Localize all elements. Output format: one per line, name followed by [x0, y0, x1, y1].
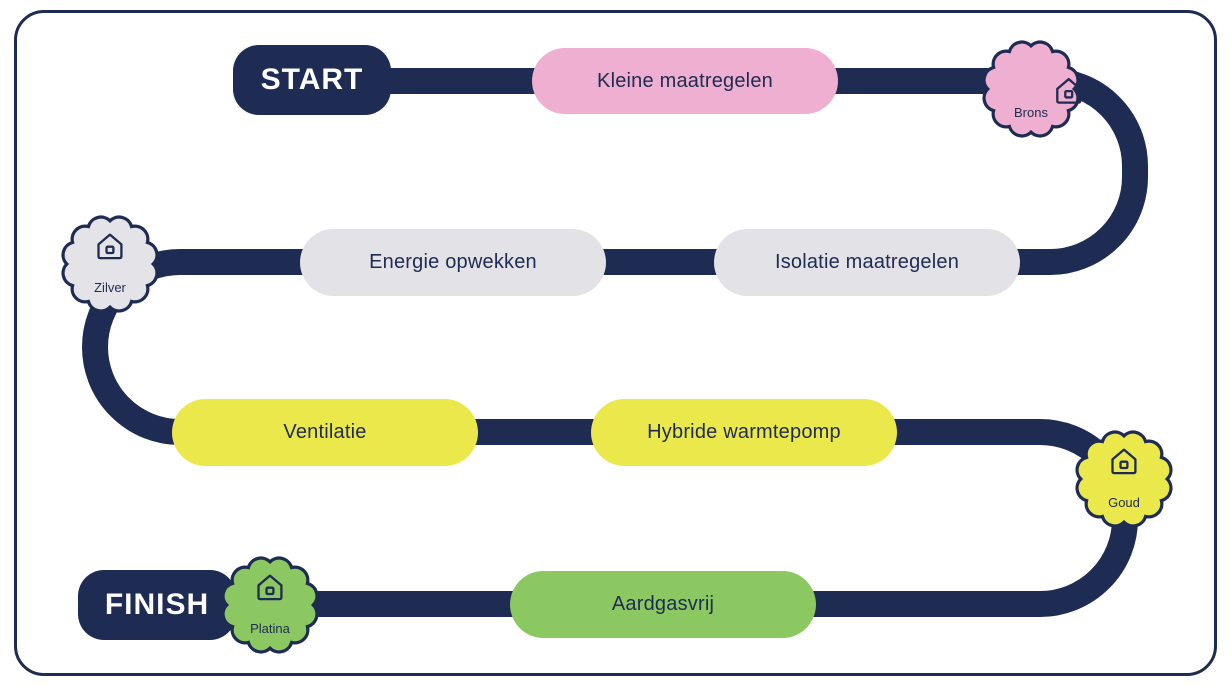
route-path — [81, 68, 1148, 617]
rosette-seal — [221, 556, 319, 654]
badge-label: Brons — [1014, 105, 1048, 120]
badge-zilver: Zilver — [56, 210, 164, 318]
badge-platina: Platina — [216, 551, 324, 659]
badge-brons: Brons — [977, 35, 1085, 143]
step-label: Energie opwekken — [369, 251, 537, 273]
step-pill-isolatie-maatregelen: Isolatie maatregelen — [714, 229, 1020, 296]
finish-label: FINISH — [104, 588, 210, 621]
badge-label: Zilver — [94, 280, 126, 295]
step-label: Hybride warmtepomp — [647, 421, 841, 443]
rosette-seal — [982, 40, 1082, 138]
step-pill-aardgasvrij: Aardgasvrij — [510, 571, 816, 638]
step-label: Kleine maatregelen — [597, 69, 773, 92]
outer-border — [14, 10, 1217, 676]
start-pill: START — [233, 45, 391, 115]
badge-label: Platina — [250, 621, 290, 636]
step-label: Aardgasvrij — [611, 593, 715, 615]
step-pill-hybride-warmtepomp: Hybride warmtepomp — [591, 399, 897, 466]
badge-goud: Goud — [1070, 425, 1178, 533]
badge-label: Goud — [1108, 495, 1140, 510]
finish-pill: FINISH — [78, 570, 236, 640]
step-label: Isolatie maatregelen — [774, 251, 960, 273]
step-pill-kleine-maatregelen: Kleine maatregelen — [532, 48, 838, 114]
start-label: START — [260, 63, 364, 96]
step-pill-ventilatie: Ventilatie — [172, 399, 478, 466]
rosette-seal — [1075, 430, 1173, 528]
step-pill-energie-opwekken: Energie opwekken — [300, 229, 606, 296]
step-label: Ventilatie — [283, 421, 367, 443]
rosette-seal — [61, 215, 159, 313]
